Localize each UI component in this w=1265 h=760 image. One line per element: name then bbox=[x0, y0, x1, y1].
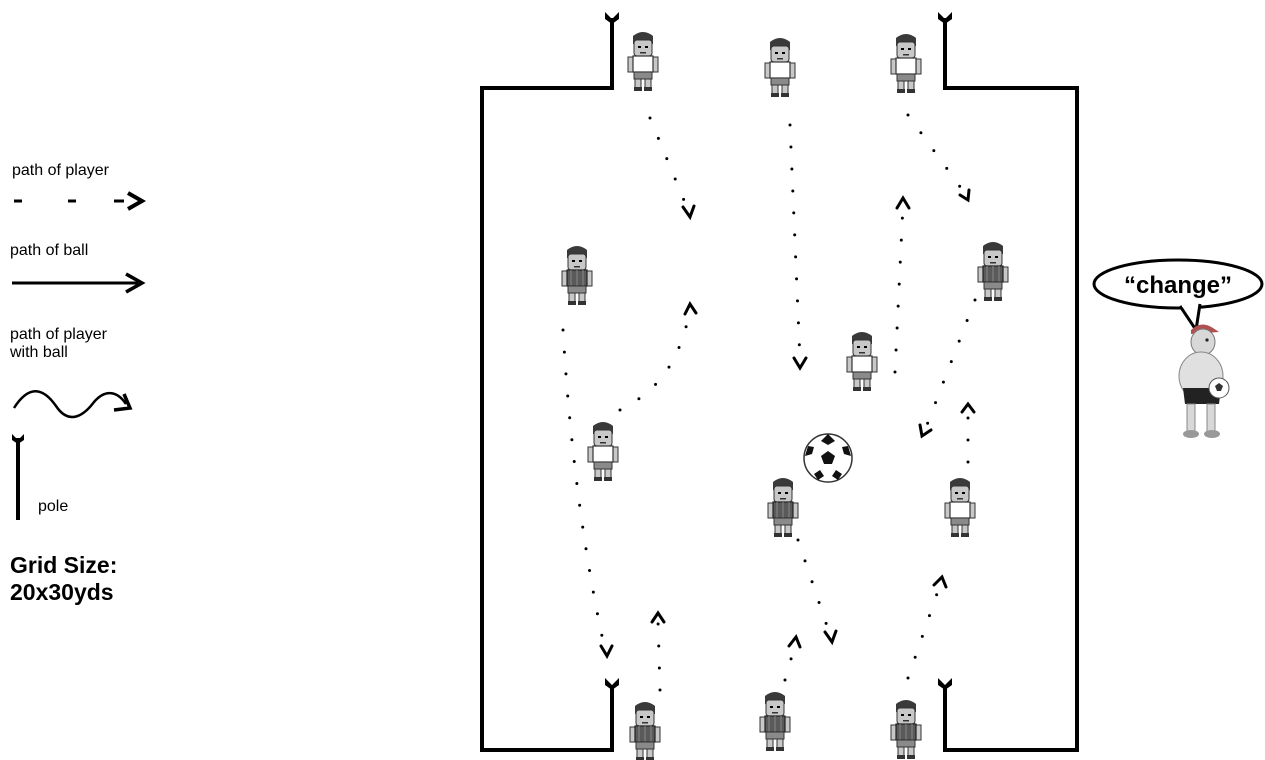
player-dark bbox=[768, 478, 798, 537]
path-top-right-runner bbox=[908, 115, 969, 200]
soccer-ball-icon bbox=[804, 434, 852, 482]
path-bottom-left-up bbox=[652, 613, 664, 690]
path-bottom-right-up bbox=[908, 577, 946, 678]
player-dark bbox=[562, 246, 592, 305]
player-dark bbox=[630, 702, 660, 760]
player-white bbox=[588, 422, 618, 481]
player-white bbox=[945, 478, 975, 537]
speech-bubble: “change” bbox=[1094, 260, 1262, 330]
path-center-up bbox=[895, 198, 909, 372]
coach: “change” bbox=[1094, 260, 1262, 438]
player-dark bbox=[978, 242, 1008, 301]
coach-figure-icon bbox=[1179, 324, 1229, 438]
pole-bottom-left-icon bbox=[605, 678, 619, 690]
player-white bbox=[765, 38, 795, 97]
coach-speech-text: “change” bbox=[1124, 272, 1232, 299]
path-right-up bbox=[962, 404, 974, 462]
path-right-diagonal-down bbox=[920, 300, 975, 436]
player-paths bbox=[563, 115, 975, 690]
player-white bbox=[628, 32, 658, 91]
player-white bbox=[891, 34, 921, 93]
field-boundary bbox=[482, 18, 1077, 750]
path-top-left-runner bbox=[650, 118, 694, 217]
pole-bottom-right-icon bbox=[938, 678, 952, 690]
path-left-mid-up bbox=[620, 304, 696, 410]
path-left-long-down bbox=[563, 330, 612, 656]
player-dark bbox=[760, 692, 790, 751]
player-dark bbox=[891, 700, 921, 759]
path-bottom-center-up bbox=[785, 637, 800, 680]
path-center-down bbox=[798, 540, 836, 642]
players-white-team bbox=[588, 32, 975, 537]
player-white bbox=[847, 332, 877, 391]
path-top-center-runner bbox=[790, 125, 806, 368]
